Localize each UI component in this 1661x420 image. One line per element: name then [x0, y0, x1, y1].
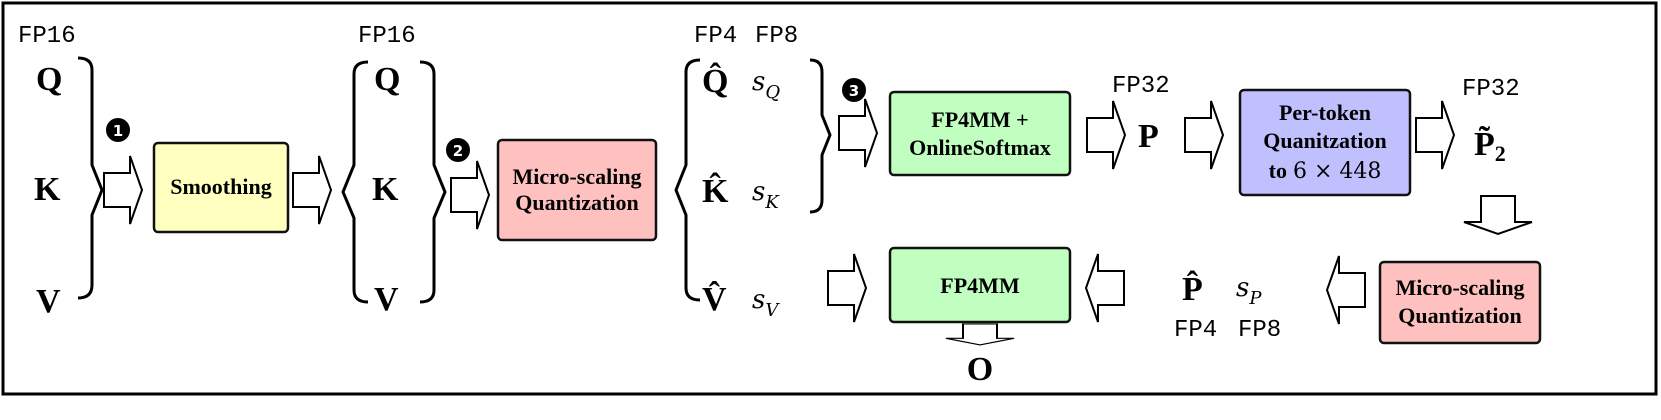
- scale-k: sK: [752, 177, 780, 213]
- micro-scaling-quantization-box: [496, 138, 658, 242]
- v-hat: V̂: [702, 280, 727, 318]
- scale-q: sQ: [752, 67, 780, 103]
- input-k: K: [34, 171, 61, 208]
- qk-right-brace: [809, 58, 832, 214]
- k-hat: K̂: [702, 172, 729, 210]
- smoothed-left-brace: [341, 60, 369, 304]
- arrow-right-icon: [103, 155, 144, 225]
- smoothed-right-brace: [419, 60, 447, 304]
- arrow-right-icon: [292, 155, 333, 225]
- p-hat: P̂: [1182, 270, 1203, 308]
- arrow-right-icon: [1086, 100, 1127, 170]
- arrow-down-icon: [945, 323, 1015, 346]
- step-2-badge: [446, 138, 470, 162]
- per-token-quantization-box: [1238, 88, 1412, 197]
- sp-precision: FP8: [1238, 317, 1281, 344]
- fp4mm-label: FP4MM: [940, 273, 1020, 298]
- quantization-label-line2: Quantization: [515, 190, 638, 215]
- p-precision: FP32: [1112, 73, 1170, 100]
- input-brace: [77, 56, 104, 300]
- scale-p: sP: [1236, 273, 1262, 309]
- arrow-right-icon: [1184, 100, 1225, 170]
- scale-v: sV: [752, 285, 780, 321]
- input-q: Q: [36, 61, 62, 98]
- micro-scaling-quantization-box-2: [1378, 260, 1542, 345]
- smoothed-precision: FP16: [358, 23, 416, 50]
- step-1-number: 1: [113, 122, 123, 140]
- smoothed-v: V: [374, 281, 399, 318]
- per-token-label-line2: Quanitzation: [1263, 128, 1386, 153]
- step-3-badge: [842, 78, 866, 102]
- arrow-right-icon: [1415, 100, 1456, 170]
- p2-tilde: P̃2: [1474, 126, 1506, 166]
- per-token-label-line1: Per-token: [1279, 100, 1371, 125]
- step-2-number: 2: [453, 142, 463, 160]
- arrow-right-icon: [450, 160, 491, 230]
- fp4mm-softmax-label-line1: FP4MM +: [931, 107, 1028, 132]
- p-label: P: [1138, 118, 1159, 155]
- p-hat-precision: FP4: [1174, 317, 1217, 344]
- output-o: O: [967, 351, 993, 388]
- arrow-left-icon: [1084, 253, 1125, 323]
- quantized-scales-precision: FP8: [755, 23, 798, 50]
- smoothing-box: [152, 141, 290, 234]
- input-precision: FP16: [18, 23, 76, 50]
- p2-precision: FP32: [1462, 76, 1520, 103]
- smoothing-label: Smoothing: [170, 174, 271, 199]
- arrow-right-icon: [838, 98, 879, 168]
- fp4mm-online-softmax-box: [888, 90, 1072, 177]
- step-1-badge: [106, 118, 130, 142]
- fp4mm-softmax-label-line2: OnlineSoftmax: [909, 135, 1051, 160]
- arrow-right-icon: [827, 253, 868, 323]
- smoothed-q: Q: [374, 61, 400, 98]
- arrow-left-icon: [1325, 255, 1366, 325]
- quantized-values-precision: FP4: [694, 23, 737, 50]
- quantization-label-line1: Micro-scaling: [512, 164, 641, 189]
- step-3-number: 3: [849, 82, 859, 100]
- quantized-left-brace: [674, 58, 701, 302]
- arrow-down-icon: [1463, 195, 1533, 236]
- quantization2-label-line2: Quantization: [1398, 303, 1521, 328]
- input-v: V: [36, 283, 61, 320]
- smoothed-k: K: [372, 171, 399, 208]
- fp4mm-box: [888, 246, 1072, 324]
- quantization2-label-line1: Micro-scaling: [1395, 275, 1524, 300]
- q-hat: Q̂: [702, 61, 728, 100]
